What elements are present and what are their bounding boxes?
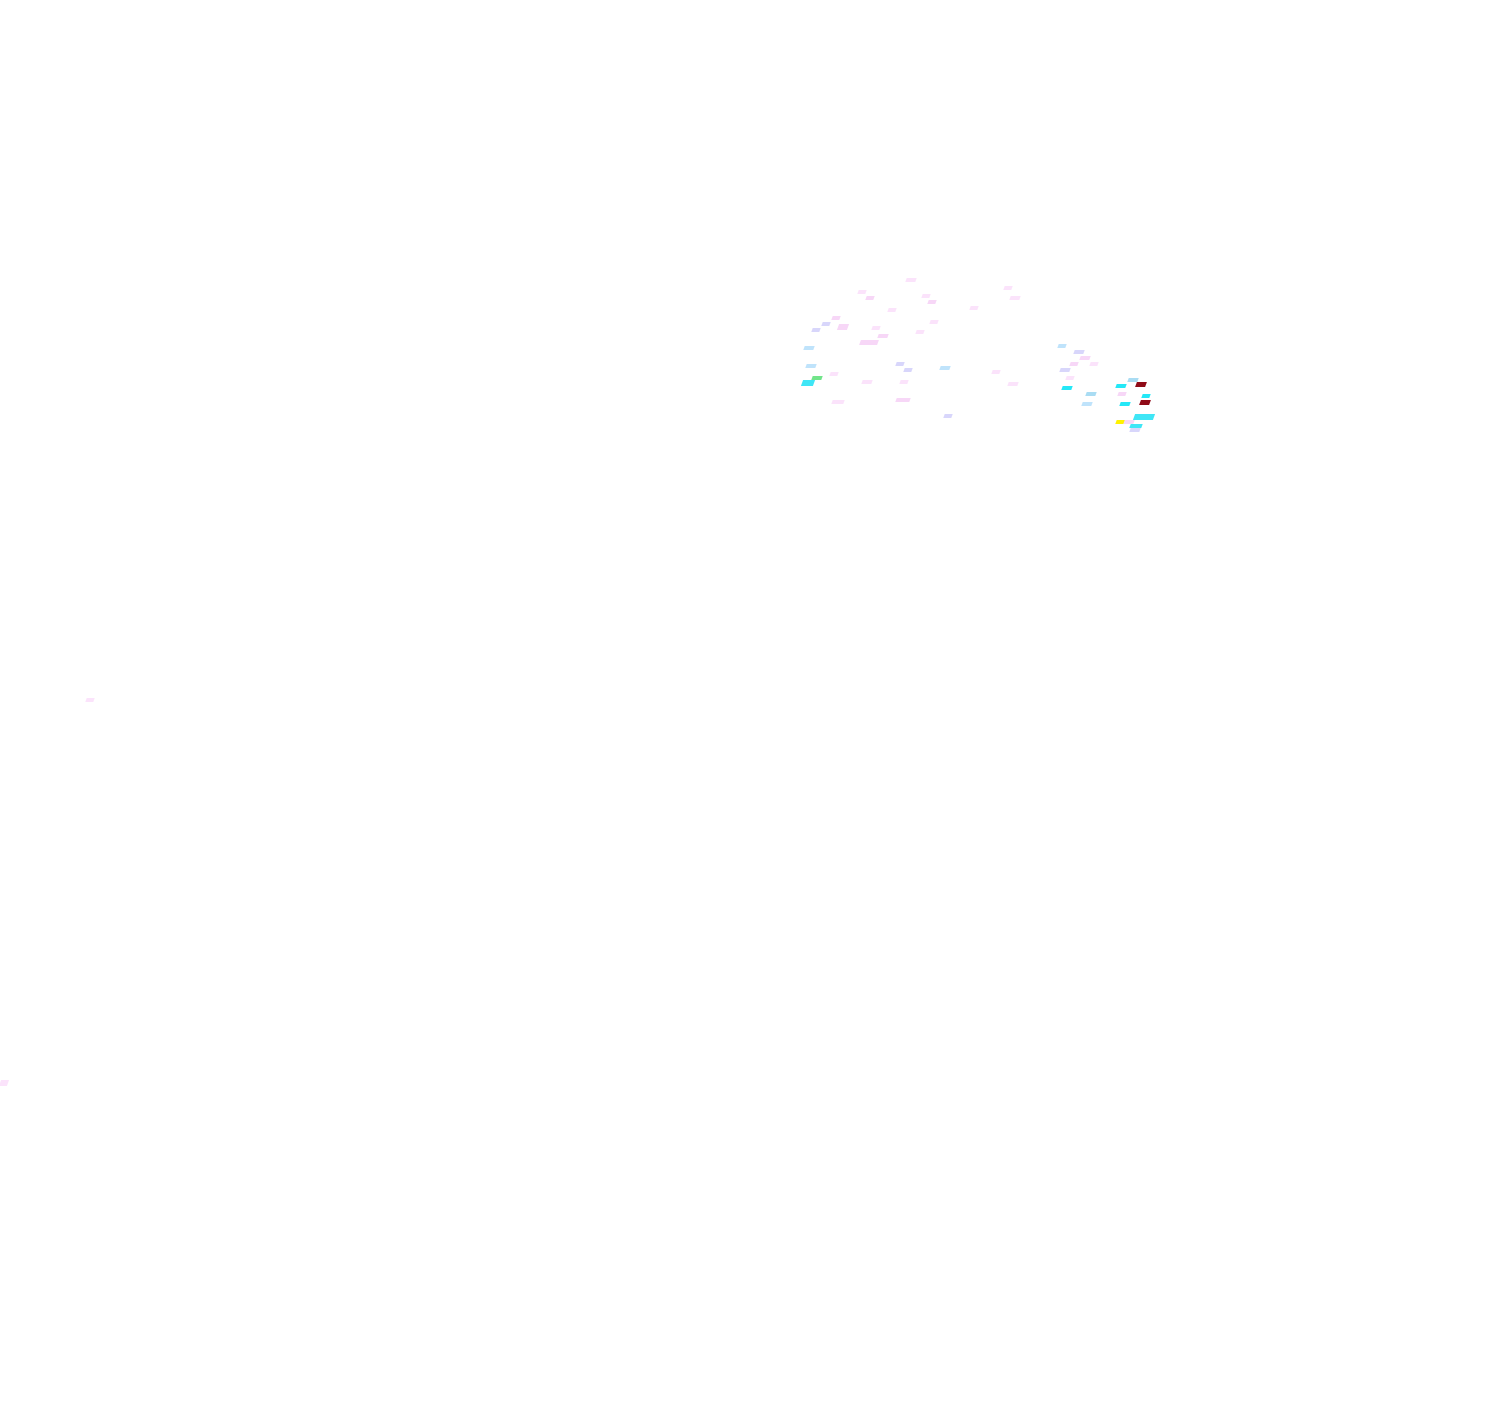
pixel-speckle <box>969 306 979 310</box>
pixel-speckle <box>857 290 867 294</box>
pixel-speckle <box>1003 286 1013 290</box>
pixel-speckle <box>903 368 913 372</box>
pixel-speckle <box>991 370 1001 374</box>
pixel-speckle <box>899 380 909 384</box>
pixel-speckle <box>1127 378 1139 382</box>
pixel-speckle <box>1079 356 1091 360</box>
pixel-speckle <box>831 400 845 404</box>
pixel-speckle <box>1115 384 1127 388</box>
pixel-speckle <box>811 328 821 332</box>
pixel-speckle <box>821 322 831 326</box>
pixel-speckle <box>1007 382 1019 386</box>
pixel-speckle <box>895 398 911 402</box>
pixel-speckle <box>943 414 953 418</box>
pixel-speckle <box>836 324 850 330</box>
pixel-speckle <box>1073 350 1085 354</box>
pixel-speckle <box>871 326 881 330</box>
pixel-speckle <box>1081 402 1093 406</box>
pixel-speckle <box>1141 394 1151 398</box>
pixel-speckle <box>929 320 939 324</box>
pixel-speckle <box>861 380 873 384</box>
pixel-speckle <box>1065 376 1075 380</box>
pixel-speckle <box>865 296 875 300</box>
pixel-speckle <box>859 340 879 345</box>
pixel-speckle <box>915 330 925 334</box>
pixel-speckle <box>1069 362 1079 366</box>
pixel-speckle <box>831 316 841 320</box>
pixel-speckle <box>1129 424 1143 428</box>
pixel-speckle <box>905 278 917 282</box>
pixel-speckle <box>921 294 931 298</box>
pixel-speckle <box>811 376 823 380</box>
pixel-speckle <box>1117 392 1127 396</box>
pixel-speckle <box>1129 428 1141 432</box>
pixel-speckle <box>1132 414 1156 420</box>
pixel-speckle <box>85 698 95 702</box>
pixel-speckle <box>1085 392 1097 396</box>
pixel-speckle <box>829 372 839 376</box>
pixel-speckle <box>1009 296 1021 300</box>
pixel-speckle <box>1057 344 1067 348</box>
pixel-speckle <box>927 300 937 304</box>
pixel-speckle <box>1123 420 1135 424</box>
pixel-speckle <box>877 334 889 338</box>
pixel-speckle <box>800 380 816 386</box>
pixel-speckle <box>895 362 905 366</box>
pixel-speckle <box>803 346 815 350</box>
pixel-speckle <box>887 308 897 312</box>
pixel-speckle <box>1061 386 1073 390</box>
pixel-speckle <box>939 366 951 370</box>
pixel-speckle <box>805 364 817 368</box>
pixel-speckle <box>1119 402 1131 406</box>
pixel-speckle <box>0 1080 10 1086</box>
pixel-speckle <box>1089 362 1099 366</box>
pixel-speckle <box>1059 368 1071 372</box>
pixel-speckle <box>1139 400 1151 405</box>
pixel-speckle <box>1135 382 1147 387</box>
